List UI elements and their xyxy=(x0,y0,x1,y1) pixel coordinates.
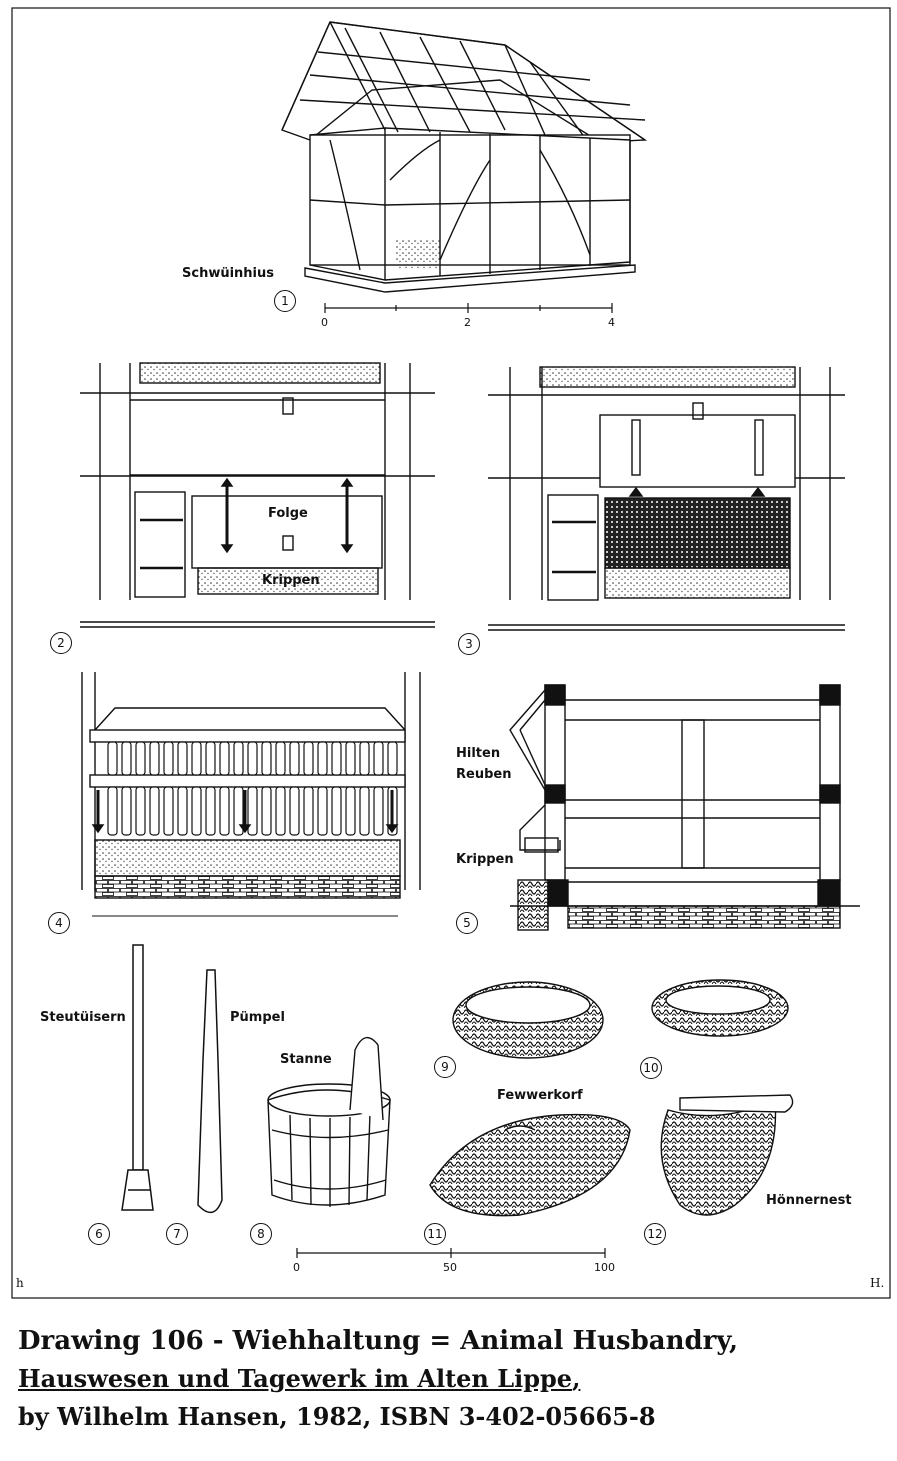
basket-10 xyxy=(651,979,789,1037)
caption-book-comma: , xyxy=(572,1364,581,1393)
fence-slat xyxy=(177,786,188,836)
fence-slat xyxy=(303,786,314,836)
label-pumpel: Pümpel xyxy=(230,1010,285,1025)
basket-honnernest xyxy=(660,1094,794,1216)
label-steutuisern: Steutüisern xyxy=(40,1010,126,1025)
figure-number-5: 5 xyxy=(456,912,478,934)
label-krippen-5: Krippen xyxy=(456,852,514,867)
figure-number-1: 1 xyxy=(274,290,296,312)
fence-slat xyxy=(303,741,314,776)
basket-9 xyxy=(452,981,604,1059)
fence-slat xyxy=(345,786,356,836)
fence-slat xyxy=(373,741,384,776)
tool-steutuisern xyxy=(121,944,154,1211)
figure-number-2: 2 xyxy=(50,632,72,654)
fence-slat xyxy=(121,741,132,776)
figure-number-6: 6 xyxy=(88,1223,110,1245)
fence-slat xyxy=(135,786,146,836)
fence-slat xyxy=(233,741,244,776)
fence-slat xyxy=(191,786,202,836)
label-schwuinhius: Schwüinhius xyxy=(182,266,275,281)
label-folge: Folge xyxy=(268,506,308,521)
tool-pumpel xyxy=(197,969,223,1214)
fence-slat xyxy=(163,741,174,776)
figure-number-9: 9 xyxy=(434,1056,456,1078)
label-hilten: Hilten xyxy=(456,746,501,761)
fence-slat xyxy=(107,786,118,836)
scale-bar-1 xyxy=(324,303,613,313)
tub-stanne xyxy=(267,1037,391,1207)
fence-slat xyxy=(387,741,398,776)
caption-author: by Wilhelm Hansen, 1982, ISBN 3-402-0566… xyxy=(18,1402,656,1431)
figure-number-11: 11 xyxy=(424,1223,446,1245)
fence-slat xyxy=(289,741,300,776)
fence-slat xyxy=(135,741,146,776)
label-stanne: Stanne xyxy=(280,1052,332,1067)
caption: Drawing 106 - Wiehhaltung = Animal Husba… xyxy=(18,1322,888,1436)
fence-slat xyxy=(331,741,342,776)
scale-bar-2 xyxy=(296,1248,606,1258)
scale2-tick-100: 100 xyxy=(594,1261,615,1274)
scale2-tick-50: 50 xyxy=(443,1261,457,1274)
fence-slat xyxy=(317,741,328,776)
scale1-tick-4: 4 xyxy=(608,316,615,329)
fence-slat xyxy=(149,741,160,776)
stall-panel-4 xyxy=(81,672,421,899)
fence-slat xyxy=(177,741,188,776)
figure-number-10: 10 xyxy=(640,1057,662,1079)
fence-slat xyxy=(261,741,272,776)
scale2-tick-0: 0 xyxy=(293,1261,300,1274)
figure-number-4: 4 xyxy=(48,912,70,934)
fence-slat xyxy=(219,741,230,776)
label-krippen-2: Krippen xyxy=(262,573,320,588)
figure-number-8: 8 xyxy=(250,1223,272,1245)
fence-slat xyxy=(373,786,384,836)
fence-slat xyxy=(205,786,216,836)
stall-section-5 xyxy=(509,684,860,931)
fence-slat xyxy=(219,786,230,836)
fence-slat xyxy=(317,786,328,836)
stall-panel-3 xyxy=(488,366,845,631)
pig-house-drawing xyxy=(281,21,648,293)
fence-slat xyxy=(331,786,342,836)
fence-slat xyxy=(121,786,132,836)
fence-slat xyxy=(275,786,286,836)
fence-slat xyxy=(107,741,118,776)
caption-book-line: Hauswesen und Tagewerk im Alten Lippe, xyxy=(18,1360,888,1398)
label-honnernest: Hönnernest xyxy=(766,1193,852,1208)
scale1-tick-2: 2 xyxy=(464,316,471,329)
figure-number-12: 12 xyxy=(644,1223,666,1245)
basket-fewwerkorf xyxy=(429,1113,631,1217)
label-reuben: Reuben xyxy=(456,767,512,782)
corner-mark-right: H. xyxy=(870,1276,885,1290)
fence-slat xyxy=(205,741,216,776)
fence-slat xyxy=(163,786,174,836)
drawing-sheet xyxy=(11,7,891,1299)
fence-slat xyxy=(275,741,286,776)
sheet-border xyxy=(11,7,891,1299)
figure-number-7: 7 xyxy=(166,1223,188,1245)
fence-slat xyxy=(359,786,370,836)
caption-title: Drawing 106 - Wiehhaltung = Animal Husba… xyxy=(18,1326,739,1356)
fence-slat xyxy=(149,786,160,836)
label-fewwerkorf: Fewwerkorf xyxy=(497,1088,583,1103)
figure-number-3: 3 xyxy=(458,633,480,655)
fence-slat xyxy=(289,786,300,836)
caption-book-title: Hauswesen und Tagewerk im Alten Lippe xyxy=(18,1364,573,1393)
fence-slat xyxy=(247,786,258,836)
scale1-tick-0: 0 xyxy=(321,316,328,329)
fence-slat xyxy=(261,786,272,836)
fence-slat xyxy=(233,786,244,836)
fence-slat xyxy=(345,741,356,776)
corner-mark-left: h xyxy=(16,1276,24,1290)
stall-panel-2 xyxy=(80,362,435,628)
fence-slat xyxy=(191,741,202,776)
fence-slat xyxy=(359,741,370,776)
fence-slat xyxy=(247,741,258,776)
